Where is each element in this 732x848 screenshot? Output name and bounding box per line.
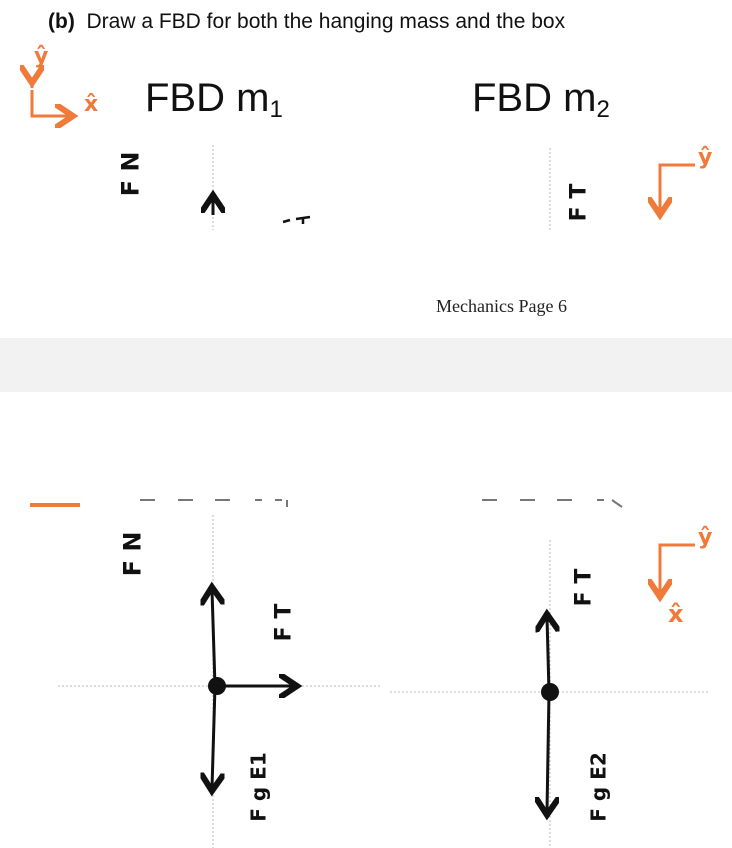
fbd-m2-title: FBD m2 xyxy=(472,76,610,123)
gravity-label-m1: F g E1 xyxy=(246,752,271,822)
point-mass-m1 xyxy=(208,677,226,695)
x-hat-label: x̂ xyxy=(84,92,99,117)
clipped-label xyxy=(282,215,311,224)
gravity-arrow-m1 xyxy=(212,685,215,788)
point-mass-m2 xyxy=(541,683,559,701)
tension-arrow-m2 xyxy=(547,617,549,693)
y-hat-label: ŷ xyxy=(698,145,713,170)
gravity-label-m2: F g E2 xyxy=(586,752,611,822)
page-label: Mechanics Page 6 xyxy=(436,296,567,316)
part-label: (b) xyxy=(48,10,75,33)
fbd-m1-title: FBD m1 xyxy=(145,76,283,123)
instruction-text: Draw a FBD for both the hanging mass and… xyxy=(86,10,566,33)
normal-force-arrow xyxy=(212,590,215,687)
normal-force-label: F N xyxy=(116,151,145,197)
gravity-arrow-m2 xyxy=(547,691,549,812)
question-instruction: (b) Draw a FBD for both the hanging mass… xyxy=(48,10,565,34)
tension-label-m2: F T xyxy=(566,183,592,222)
x-hat-label: x̂ xyxy=(668,600,684,628)
axes-icon-right-bottom xyxy=(660,543,695,594)
tension-label-m2: F T xyxy=(571,568,597,607)
y-hat-label: ŷ xyxy=(34,44,49,69)
clipped-header xyxy=(140,499,623,508)
y-hat-label: ŷ xyxy=(698,525,713,550)
axes-icon-right xyxy=(660,163,695,212)
normal-force-label: F N xyxy=(118,531,147,577)
axes-icon-left xyxy=(32,80,70,116)
page-separator xyxy=(0,338,732,392)
tension-label-m1: F T xyxy=(271,603,297,642)
